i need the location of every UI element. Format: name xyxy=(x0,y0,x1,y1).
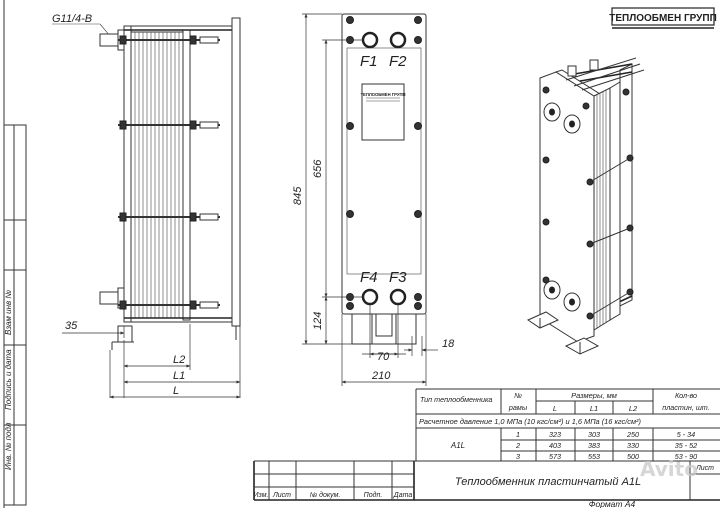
front-feet xyxy=(351,313,417,345)
svg-text:553: 553 xyxy=(588,452,600,461)
label-F1: F1 xyxy=(360,53,378,70)
title-col-list: Лист xyxy=(272,492,291,499)
table-row: 1 323 303 250 5 - 34 xyxy=(516,430,695,439)
stamp-label-signature: Подпись и дата xyxy=(4,349,13,410)
stamp-label-inv: Инв. № подл xyxy=(4,422,13,470)
hdr-plates-1: Кол-во xyxy=(675,391,697,400)
port-F2 xyxy=(389,31,407,49)
title-col-sign: Подп. xyxy=(364,491,383,499)
hdr-frame: рамы xyxy=(508,403,528,412)
drawing-title: Теплообменник пластинчатый A1L xyxy=(455,476,641,488)
svg-text:5 - 34: 5 - 34 xyxy=(677,430,695,439)
svg-text:18: 18 xyxy=(442,338,455,350)
svg-text:124: 124 xyxy=(312,312,324,330)
port-F3 xyxy=(389,288,407,306)
isometric-view xyxy=(526,57,645,355)
svg-text:L2: L2 xyxy=(173,354,185,366)
logo-text: ТЕПЛООБМЕН ГРУПП xyxy=(609,13,717,24)
front-nameplate: ТЕПЛООБМЕН ГРУПП xyxy=(360,83,406,141)
side-view: G11/4-B xyxy=(52,13,241,399)
svg-text:210: 210 xyxy=(371,370,391,382)
pressure-plate xyxy=(182,29,191,321)
svg-text:70: 70 xyxy=(377,351,390,363)
spec-table: Тип теплообменника № рамы Размеры, мм L … xyxy=(415,388,720,461)
front-view: F1 F2 F4 F3 ТЕПЛООБМЕН ГРУПП 845 656 xyxy=(292,13,455,386)
label-F3: F3 xyxy=(389,269,407,286)
svg-text:303: 303 xyxy=(588,430,600,439)
hdr-type: Тип теплообменника xyxy=(420,395,492,404)
dim-656: 656 xyxy=(312,39,362,298)
hdr-L1: L1 xyxy=(590,404,598,413)
model-label: A1L xyxy=(450,441,465,450)
support-column xyxy=(231,17,241,327)
dim-124: 124 xyxy=(312,296,328,345)
iso-nozzles xyxy=(543,102,581,312)
svg-text:1: 1 xyxy=(516,430,520,439)
dim-845: 845 xyxy=(292,13,352,345)
svg-text:500: 500 xyxy=(627,452,639,461)
thread-label: G11/4-B xyxy=(52,13,92,25)
dim-18: 18 xyxy=(404,336,455,356)
sheet-label: Лист xyxy=(695,465,714,472)
dim-L2: L2 xyxy=(123,354,191,368)
svg-text:53 - 90: 53 - 90 xyxy=(675,452,697,461)
svg-text:383: 383 xyxy=(588,441,600,450)
tie-bolts xyxy=(118,35,220,310)
title-col-izm: Изм. xyxy=(254,492,269,499)
svg-text:35 - 52: 35 - 52 xyxy=(675,441,697,450)
hdr-no: № xyxy=(514,391,522,400)
svg-text:3: 3 xyxy=(516,452,520,461)
plate-pack xyxy=(130,31,184,319)
pressure-note: Расчетное давление 1,0 МПа (10 кгс/см²) … xyxy=(419,417,641,426)
title-block: Изм. Лист № докум. Подп. Дата Теплообмен… xyxy=(253,461,720,508)
company-logo: ТЕПЛООБМЕН ГРУПП xyxy=(609,7,717,29)
port-F1 xyxy=(361,31,379,49)
hdr-L2: L2 xyxy=(629,404,638,413)
iso-feet xyxy=(526,311,600,355)
title-col-date: Дата xyxy=(393,492,413,499)
stamp-label-replace: Взам инв № xyxy=(4,290,13,335)
iso-pressure-plate xyxy=(609,81,621,321)
svg-text:35: 35 xyxy=(65,320,78,332)
side-foot xyxy=(117,325,133,343)
port-F4 xyxy=(361,288,379,306)
dim-L: L xyxy=(109,385,241,399)
hdr-L: L xyxy=(553,404,557,413)
title-col-doc: № докум. xyxy=(310,491,341,499)
fixed-frame-plate xyxy=(123,25,132,323)
format-label: Формат А4 xyxy=(589,499,636,508)
avito-watermark: Avito xyxy=(640,457,698,481)
front-bolts xyxy=(346,16,422,310)
svg-text:250: 250 xyxy=(626,430,639,439)
dim-210: 210 xyxy=(341,314,427,386)
iso-top-rods xyxy=(565,57,645,91)
svg-text:330: 330 xyxy=(627,441,639,450)
svg-text:656: 656 xyxy=(312,159,324,178)
front-frame-plate xyxy=(341,13,427,315)
svg-text:L: L xyxy=(173,385,179,397)
left-stamp-strip: Инв. № подл Подпись и дата Взам инв № xyxy=(3,124,27,506)
svg-text:403: 403 xyxy=(549,441,561,450)
dim-L1: L1 xyxy=(123,370,241,384)
iso-plate-pack xyxy=(593,87,611,331)
hdr-sizes: Размеры, мм xyxy=(571,391,617,400)
dim-70: 70 xyxy=(362,305,406,363)
svg-text:323: 323 xyxy=(549,430,561,439)
dim-35: 35 xyxy=(62,320,125,338)
svg-text:ТЕПЛООБМЕН ГРУПП: ТЕПЛООБМЕН ГРУПП xyxy=(360,92,405,97)
label-F2: F2 xyxy=(389,53,407,70)
table-row: 3 573 553 500 53 - 90 xyxy=(516,452,697,461)
svg-text:845: 845 xyxy=(292,186,304,205)
svg-text:2: 2 xyxy=(515,441,520,450)
hdr-plates-2: пластин, шт. xyxy=(662,403,709,412)
svg-text:L1: L1 xyxy=(173,370,185,382)
label-F4: F4 xyxy=(360,269,378,286)
svg-text:573: 573 xyxy=(549,452,561,461)
table-row: 2 403 383 330 35 - 52 xyxy=(515,441,697,450)
